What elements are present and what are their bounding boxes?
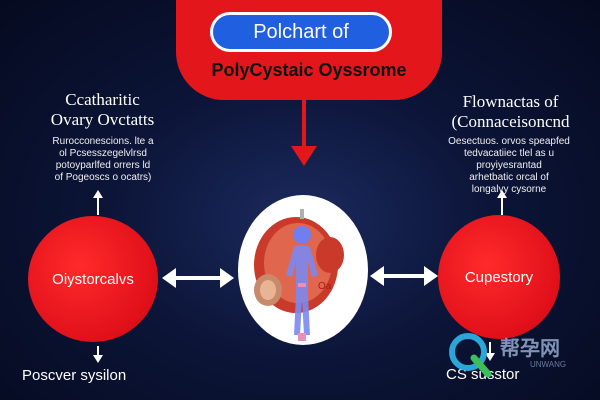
center-label: Oa xyxy=(318,281,332,292)
left-desc-line: Rurocconescions. lte a xyxy=(52,136,154,147)
left-desc-line: ol Pcsesszegelvlrsd xyxy=(59,148,147,159)
left-down-arrow-icon xyxy=(93,355,103,363)
left-title-line2: Ovary Ovctatts xyxy=(50,110,155,129)
left-title: Ccatharitic Ovary Ovctatts xyxy=(20,90,185,130)
right-double-arrow-left-icon xyxy=(370,266,384,286)
watermark-brand: 帮孕网 xyxy=(500,336,560,360)
right-up-arrow-stem xyxy=(501,197,503,215)
left-up-arrow-icon xyxy=(93,190,103,198)
watermark-sub: UNWANG xyxy=(530,360,567,369)
right-description: Oesectuos. orvos speapfed tedvacatiiec t… xyxy=(434,136,584,196)
left-node-label: Oiystorcalvs xyxy=(52,270,134,288)
subtitle-text: PolyCystaic Oyssrome xyxy=(211,60,407,80)
left-down-arrow-stem xyxy=(97,346,99,356)
right-title-line1: Flownactas of xyxy=(462,92,559,111)
left-double-arrow-right-icon xyxy=(220,268,234,288)
right-desc-line: tedvacatiiec tlel as u xyxy=(463,148,555,159)
watermark-q-icon xyxy=(449,333,492,378)
down-arrow-icon xyxy=(291,146,317,166)
center-illustration: Oa xyxy=(238,195,368,345)
down-arrow-stem xyxy=(302,100,306,148)
right-desc-line: proyiyesrantad xyxy=(476,160,542,171)
right-node-circle: Cupestory xyxy=(438,215,560,339)
anatomy-icon xyxy=(254,209,344,341)
right-double-arrow-right-icon xyxy=(424,266,438,286)
left-desc-line: potoyparlfed orrers ld xyxy=(55,160,151,171)
left-title-line1: Ccatharitic xyxy=(65,90,140,109)
left-double-arrow-line xyxy=(176,276,220,280)
title-text: Polchart of xyxy=(253,20,349,43)
right-desc-line: Oesectuos. orvos speapfed xyxy=(448,136,570,147)
left-description: Rurocconescions. lte a ol Pcsesszegelvlr… xyxy=(28,136,178,184)
right-down-arrow-stem xyxy=(489,342,491,354)
right-node-label: Cupestory xyxy=(464,268,534,286)
left-desc-line: of Pogeoscs o ocatrs) xyxy=(54,172,152,183)
right-desc-line: arhetbatic orcal of xyxy=(469,172,549,183)
left-bottom-label: Poscver sysilon xyxy=(22,367,127,384)
left-node-circle: Oiystorcalvs xyxy=(28,216,158,342)
right-double-arrow-line xyxy=(384,274,424,278)
right-down-arrow-icon xyxy=(485,353,495,361)
right-title: Flownactas of (Connaceisoncnd xyxy=(428,92,593,132)
left-up-arrow-stem xyxy=(97,197,99,215)
right-title-line2: (Connaceisoncnd xyxy=(451,112,570,131)
left-double-arrow-left-icon xyxy=(162,268,176,288)
right-up-arrow-icon xyxy=(497,190,507,198)
right-desc-line: longalvy cysorne xyxy=(471,184,547,195)
title-pill: Polchart of xyxy=(210,12,392,52)
watermark-logo: 帮孕网 UNWANG xyxy=(446,328,596,378)
